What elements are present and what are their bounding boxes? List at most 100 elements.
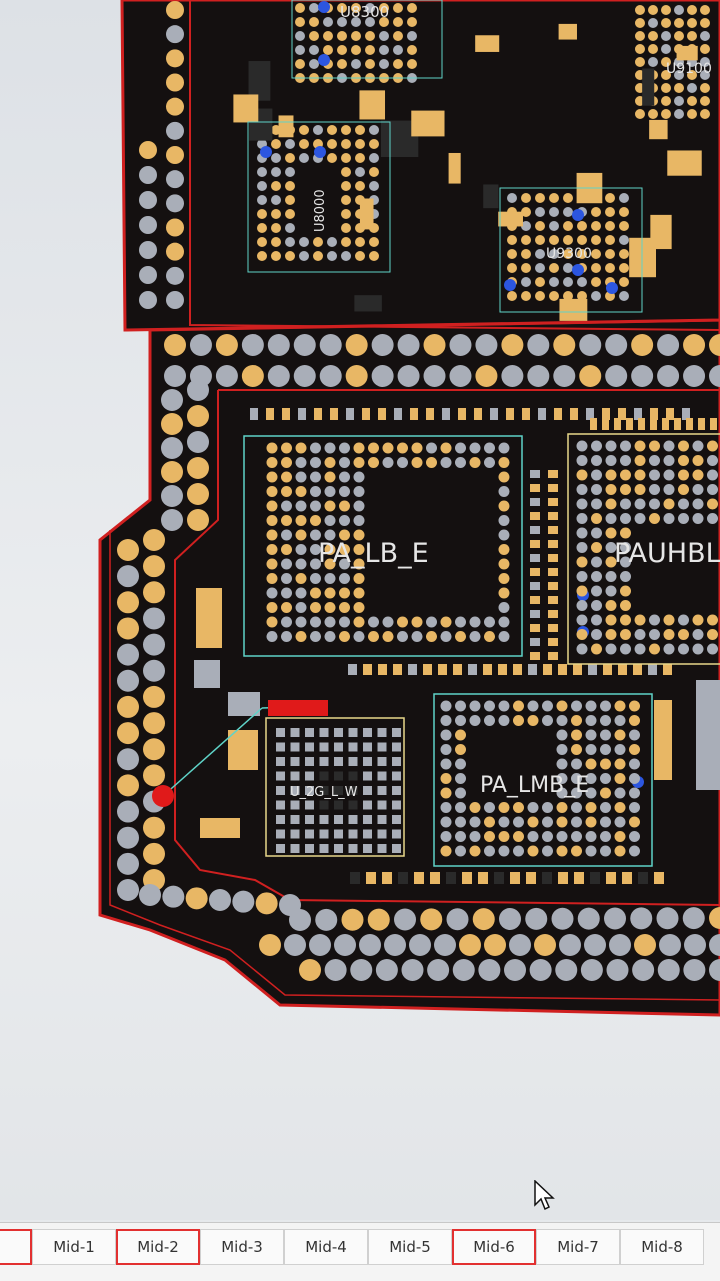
label-pauhbl: PAUHBL [614, 538, 720, 569]
pad [629, 715, 640, 726]
smd-pad [530, 470, 540, 478]
pad [143, 712, 165, 735]
pad [266, 457, 278, 468]
pad [281, 529, 292, 541]
pad [619, 249, 629, 259]
pcb-viewer-canvas[interactable]: U8300 U9100 U8000 U9300 PA_LB_E PAUHBL U… [0, 0, 720, 1220]
selected-pad[interactable] [152, 785, 174, 807]
smd-pad [614, 418, 621, 430]
pad [310, 515, 321, 526]
pad [614, 845, 626, 857]
tab-mid-3[interactable]: Mid-3 [200, 1229, 284, 1265]
pad [591, 455, 602, 466]
smd-pad [290, 829, 300, 839]
smd-pad [662, 418, 669, 430]
pad [117, 539, 139, 561]
smd-pad [276, 844, 285, 853]
tab-mid-8[interactable]: Mid-8 [620, 1229, 704, 1265]
smd-pad [346, 408, 354, 420]
smd-pad [650, 408, 658, 420]
pad [635, 44, 645, 54]
pad [323, 31, 333, 41]
pad [161, 461, 183, 483]
pad [674, 70, 684, 80]
smd-pad [290, 771, 300, 781]
smd-pad [363, 815, 372, 824]
pad [455, 744, 466, 755]
smd-pad [602, 418, 609, 430]
pad [605, 585, 617, 597]
pad [334, 934, 356, 956]
smd-pad [377, 829, 387, 839]
pad [455, 616, 466, 628]
tab-mid-1[interactable]: Mid-1 [32, 1229, 116, 1265]
pad [620, 498, 631, 510]
pad [555, 959, 578, 981]
tab-layer-partial[interactable]: o [0, 1229, 32, 1265]
smd-pad [305, 728, 314, 737]
tab-mid-5[interactable]: Mid-5 [368, 1229, 452, 1265]
smd-pad [548, 582, 558, 590]
pcb-board[interactable]: U8300 U9100 U8000 U9300 PA_LB_E PAUHBL U… [0, 0, 720, 1220]
pad [571, 816, 582, 828]
pad [674, 18, 684, 28]
smd-pad [363, 800, 372, 810]
smd-pad [475, 35, 500, 52]
pad [309, 17, 319, 27]
smd-pad [468, 664, 477, 675]
pad [266, 631, 278, 642]
pad [674, 109, 684, 119]
tab-mid-4[interactable]: Mid-4 [284, 1229, 368, 1265]
pad [393, 31, 403, 41]
pad [619, 235, 629, 245]
pad [648, 31, 658, 41]
pad [341, 195, 351, 205]
pad [605, 440, 617, 452]
pad [629, 787, 640, 799]
pad [341, 908, 364, 931]
pad [339, 442, 350, 454]
pad [513, 715, 524, 726]
pad [549, 235, 559, 245]
pad [507, 249, 517, 259]
pad [585, 715, 597, 726]
pad [687, 18, 697, 28]
pad [339, 500, 350, 512]
pad [620, 542, 631, 553]
pad [605, 643, 617, 655]
smd-pad [530, 624, 540, 632]
pad [379, 59, 389, 69]
pad [469, 831, 481, 842]
pad [341, 181, 351, 191]
tab-mid-2[interactable]: Mid-2 [116, 1229, 200, 1265]
tab-mid-7[interactable]: Mid-7 [536, 1229, 620, 1265]
smd-pad [530, 568, 540, 576]
pad [614, 773, 626, 784]
pad [452, 959, 475, 981]
pad [692, 498, 704, 510]
pad [600, 758, 611, 770]
smd-pad [392, 728, 401, 737]
pad [663, 513, 675, 524]
pad [143, 842, 165, 865]
smd-pad [648, 664, 657, 675]
pad [409, 934, 431, 956]
smd-pad [558, 23, 577, 40]
pad [324, 544, 336, 555]
pad [117, 591, 139, 614]
pad [556, 787, 568, 799]
pad [579, 334, 602, 356]
pad [498, 515, 510, 526]
pad [365, 45, 375, 55]
pad [143, 816, 165, 839]
tab-mid-6[interactable]: Mid-6 [452, 1229, 536, 1265]
smd-pad [334, 742, 343, 752]
pad [563, 221, 573, 231]
smd-pad [526, 872, 536, 884]
pad [139, 266, 157, 284]
pad [683, 959, 706, 981]
pad [563, 277, 573, 287]
selected-component-red[interactable] [268, 700, 328, 716]
pad [600, 831, 611, 842]
pad [393, 59, 403, 69]
